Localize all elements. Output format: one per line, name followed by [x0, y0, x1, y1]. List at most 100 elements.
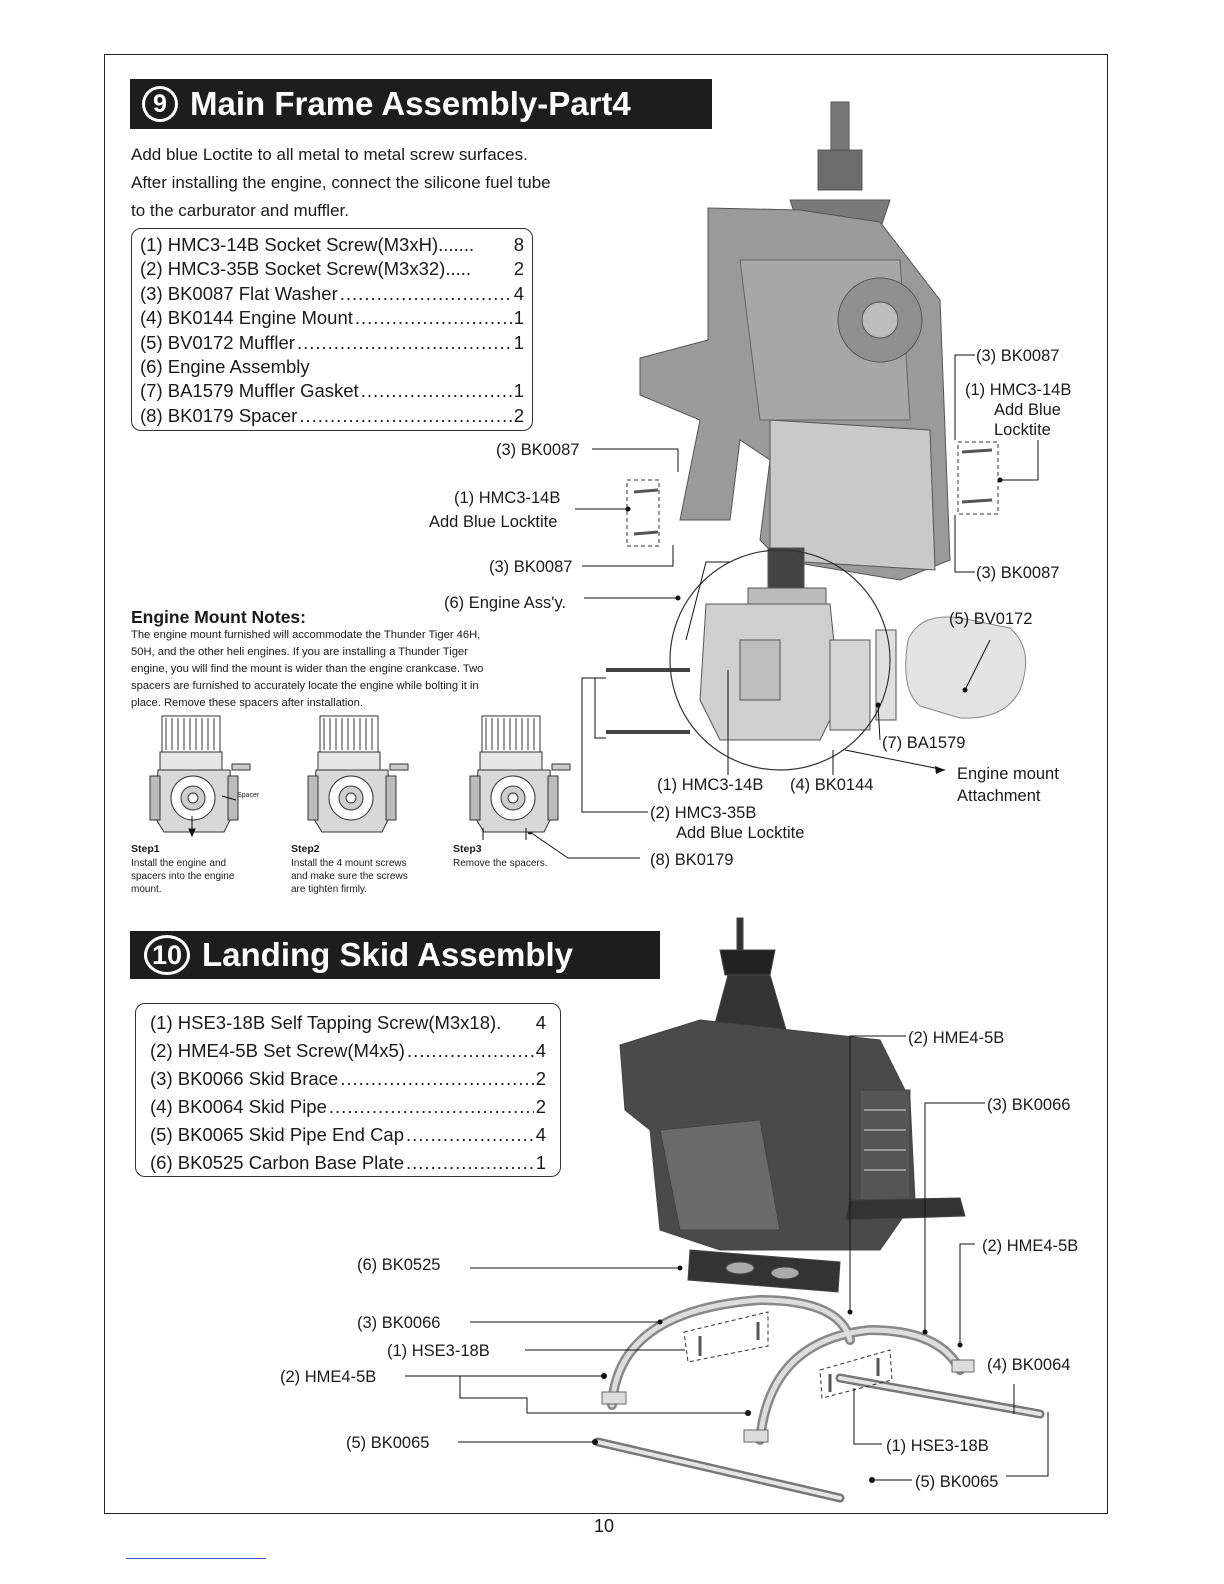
section10-title: Landing Skid Assembly — [202, 936, 574, 973]
part-name: (2) HMC3-35B Socket Screw(M3x32)..... — [140, 258, 472, 280]
parts-row: (4) BK0144 Engine Mount 1 — [140, 306, 524, 330]
part-qty: 2 — [535, 1096, 546, 1117]
notes-line-3: engine, you will find the mount is wider… — [131, 663, 484, 675]
callout-add-blue-locktite: Add Blue Locktite — [676, 824, 805, 842]
part-qty: 1 — [513, 380, 524, 402]
callout-bk0087: (3) BK0087 — [496, 441, 580, 459]
callout-hme4-5b: (2) HME4-5B — [982, 1237, 1079, 1255]
parts-row: (4) BK0064 Skid Pipe 2 — [150, 1093, 546, 1121]
part-name: (8) BK0179 Spacer — [140, 404, 298, 426]
part-name: (1) HSE3-18B Self Tapping Screw(M3x18). — [150, 1012, 502, 1033]
part-name: (7) BA1579 Muffler Gasket — [140, 380, 359, 402]
step1-title: Step1 — [131, 843, 160, 855]
parts-row: (7) BA1579 Muffler Gasket 1 — [140, 379, 524, 403]
callout-hmc3-14b: (1) HMC3-14B — [454, 489, 561, 507]
step1-line: spacers into the engine — [131, 871, 235, 882]
part-qty: 1 — [513, 331, 524, 353]
parts-row: (1) HSE3-18B Self Tapping Screw(M3x18).4 — [150, 1009, 546, 1037]
footer-link-underline — [126, 1558, 266, 1559]
callout-bk0087: (3) BK0087 — [976, 347, 1060, 365]
notes-line-5: place. Remove these spacers after instal… — [131, 697, 363, 709]
step2-line: are tighten firmly. — [291, 884, 367, 895]
callout-engine-assy: (6) Engine Ass'y. — [444, 594, 567, 612]
callout-ba1579: (7) BA1579 — [882, 734, 966, 752]
part-name: (2) HME4-5B Set Screw(M4x5) — [150, 1040, 405, 1061]
callout-bk0065: (5) BK0065 — [915, 1473, 999, 1491]
callout-hse3-18b: (1) HSE3-18B — [387, 1342, 490, 1360]
section9-title: Main Frame Assembly-Part4 — [190, 85, 631, 122]
part-name: (3) BK0087 Flat Washer — [140, 282, 338, 304]
step2-line: and make sure the screws — [291, 871, 408, 882]
callout-attachment: Attachment — [957, 787, 1041, 805]
part-qty: 2 — [513, 258, 524, 280]
section9-intro-1: Add blue Loctite to all metal to metal s… — [131, 145, 528, 164]
page-number: 10 — [594, 1516, 615, 1536]
part-qty: 2 — [513, 404, 524, 426]
callout-bk0179: (8) BK0179 — [650, 851, 734, 869]
notes-line-1: The engine mount furnished will accommod… — [131, 629, 481, 641]
section9-number: 9 — [142, 86, 178, 122]
callout-bk0144: (4) BK0144 — [790, 776, 874, 794]
step2-title: Step2 — [291, 843, 320, 855]
step3-title: Step3 — [453, 843, 482, 855]
part-qty: 1 — [535, 1152, 546, 1173]
callout-bk0065: (5) BK0065 — [346, 1434, 430, 1452]
callout-hmc3-14b: (1) HMC3-14B — [657, 776, 764, 794]
part-name: (4) BK0064 Skid Pipe — [150, 1096, 327, 1117]
parts-row: (3) BK0066 Skid Brace 2 — [150, 1065, 546, 1093]
parts-row: (8) BK0179 Spacer 2 — [140, 404, 524, 428]
callout-hme4-5b: (2) HME4-5B — [280, 1368, 377, 1386]
section10-banner: 10 Landing Skid Assembly — [130, 931, 660, 979]
part-qty: 8 — [513, 234, 524, 255]
parts-row: (3) BK0087 Flat Washer 4 — [140, 282, 524, 306]
step2-line: Install the 4 mount screws — [291, 858, 407, 869]
section10-parts-list: (1) HSE3-18B Self Tapping Screw(M3x18).4… — [135, 1003, 561, 1177]
part-qty: 2 — [535, 1068, 546, 1089]
step3-line: Remove the spacers. — [453, 858, 548, 869]
callout-locktite: Locktite — [994, 421, 1051, 439]
callout-engine-mount: Engine mount — [957, 765, 1059, 783]
parts-row: (6) BK0525 Carbon Base Plate 1 — [150, 1149, 546, 1177]
callout-bk0066: (3) BK0066 — [357, 1314, 441, 1332]
spacer-label: Spacer — [237, 792, 260, 799]
parts-row: (2) HMC3-35B Socket Screw(M3x32)..... 2 — [140, 257, 524, 281]
parts-row: (5) BK0065 Skid Pipe End Cap4 — [150, 1121, 546, 1149]
notes-line-4: spacers are furnished to accurately loca… — [131, 680, 479, 692]
callout-hse3-18b: (1) HSE3-18B — [886, 1437, 989, 1455]
callout-bv0172: (5) BV0172 — [949, 610, 1033, 628]
callout-bk0087: (3) BK0087 — [489, 558, 573, 576]
section9-intro-2: After installing the engine, connect the… — [131, 173, 551, 192]
part-name: (6) BK0525 Carbon Base Plate — [150, 1152, 405, 1173]
part-qty: 1 — [513, 307, 524, 329]
section9-intro-3: to the carburator and muffler. — [131, 201, 349, 220]
step1-line: Install the engine and — [131, 858, 227, 869]
section9-parts-list: (1) HMC3-14B Socket Screw(M3xH).......8 … — [131, 228, 533, 431]
section10-number: 10 — [144, 935, 190, 975]
part-name: (4) BK0144 Engine Mount — [140, 307, 353, 329]
part-qty: 4 — [535, 1040, 546, 1061]
part-name: (5) BV0172 Muffler — [140, 331, 295, 353]
engine-mount-notes-title: Engine Mount Notes: — [131, 607, 306, 627]
callout-bk0064: (4) BK0064 — [987, 1356, 1071, 1374]
part-name: (1) HMC3-14B Socket Screw(M3xH)....... — [140, 234, 475, 255]
step1-line: mount. — [131, 884, 162, 895]
notes-line-2: 50H, and the other heli engines. If you … — [131, 646, 468, 658]
parts-row: (2) HME4-5B Set Screw(M4x5) 4 — [150, 1037, 546, 1065]
parts-row: (6) Engine Assembly — [140, 355, 524, 379]
part-name: (3) BK0066 Skid Brace — [150, 1068, 339, 1089]
section9-banner: 9 Main Frame Assembly-Part4 — [130, 79, 712, 129]
callout-hmc3-35b: (2) HMC3-35B — [650, 804, 757, 822]
callout-hme4-5b: (2) HME4-5B — [908, 1029, 1005, 1047]
callout-hmc3-14b: (1) HMC3-14B — [965, 381, 1072, 399]
part-qty: 4 — [535, 1124, 546, 1145]
part-name: (6) Engine Assembly — [140, 355, 310, 377]
callout-bk0525: (6) BK0525 — [357, 1256, 441, 1274]
parts-row: (5) BV0172 Muffler 1 — [140, 331, 524, 355]
callout-add-blue: Add Blue — [994, 401, 1061, 419]
callout-bk0066: (3) BK0066 — [987, 1096, 1071, 1114]
parts-row: (1) HMC3-14B Socket Screw(M3xH)....... 8 — [140, 233, 524, 257]
part-qty: 4 — [513, 282, 524, 304]
